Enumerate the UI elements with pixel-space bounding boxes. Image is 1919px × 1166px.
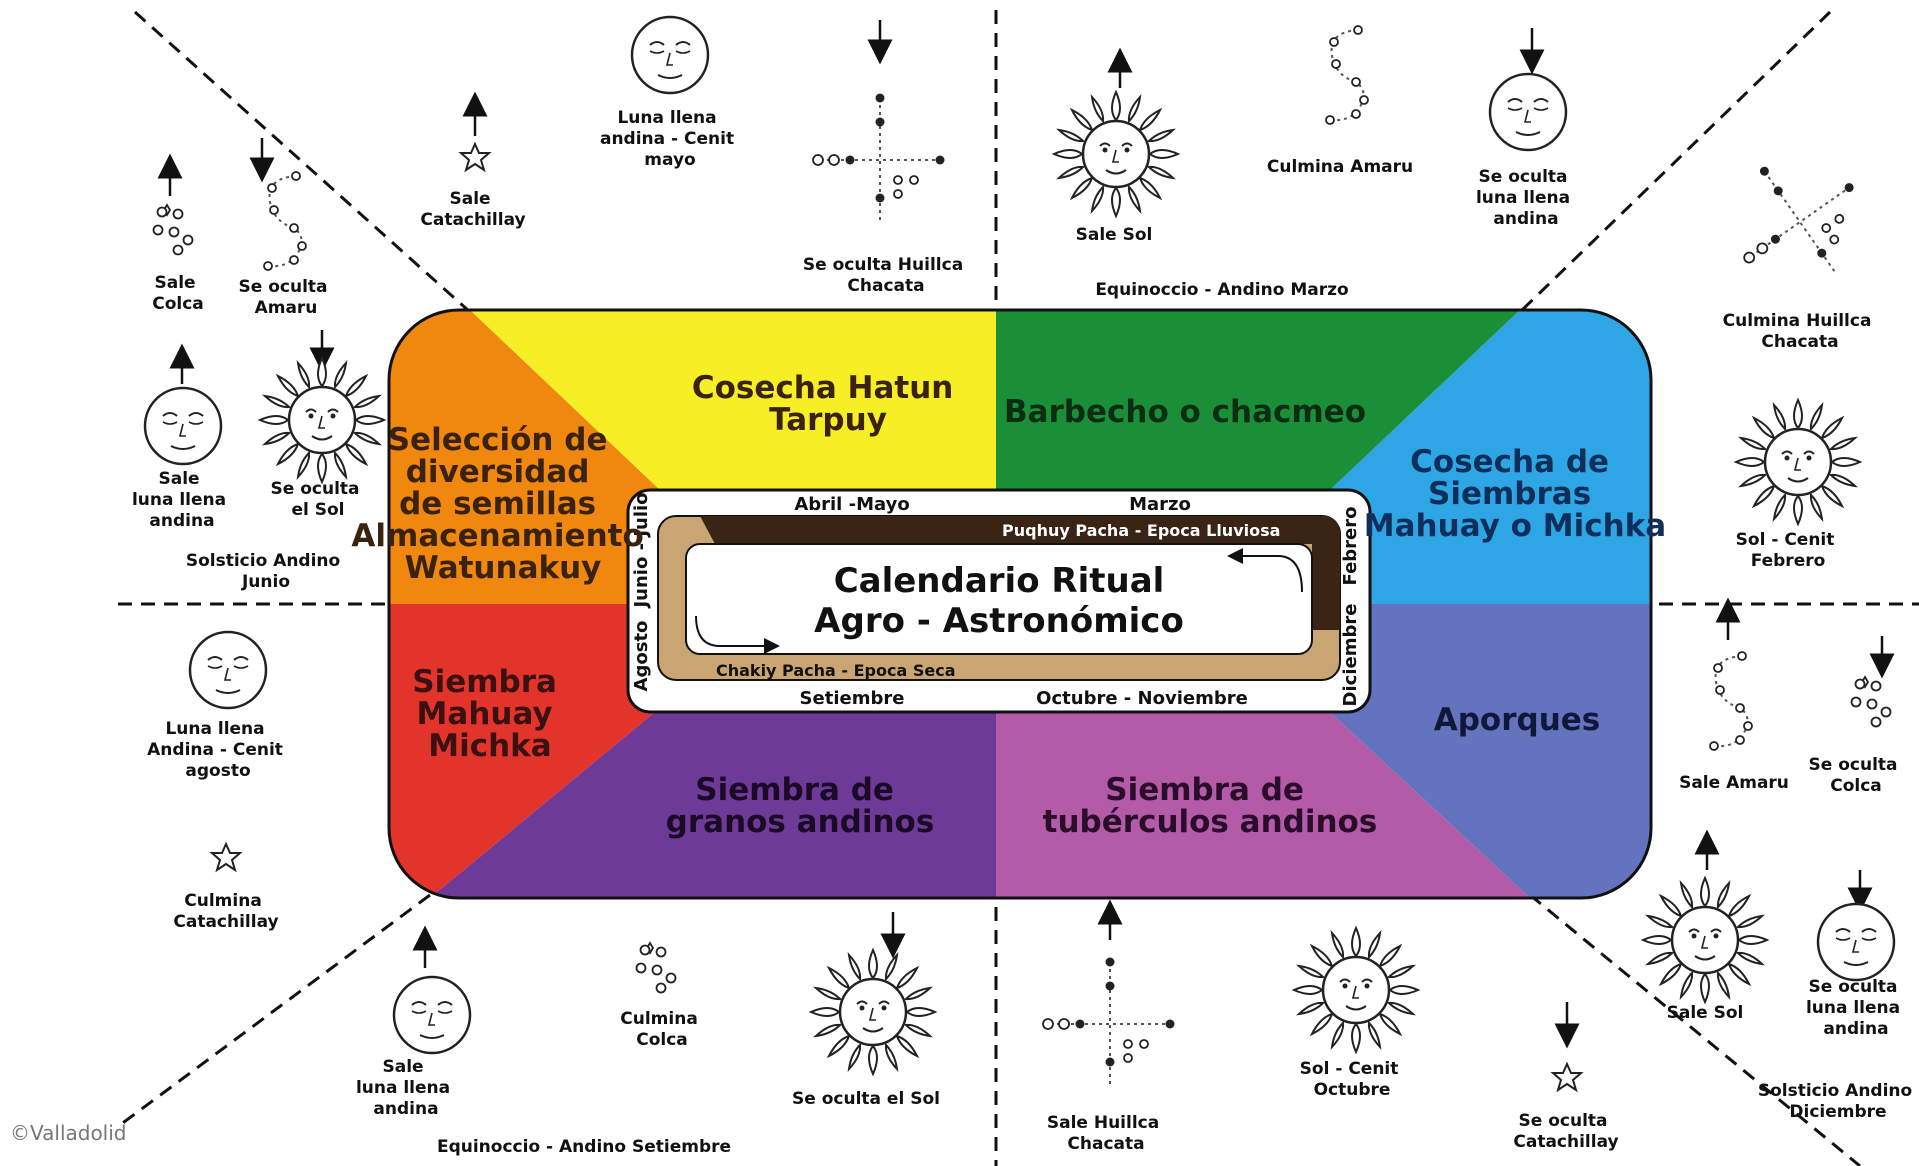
dry-season-label: Chakiy Pacha - Epoca Seca bbox=[716, 661, 955, 680]
segment-slate bbox=[1330, 604, 1651, 898]
star-icon bbox=[211, 843, 241, 871]
amaru-serpent-icon bbox=[1325, 25, 1369, 125]
annotation-oculta-catachillay: Se oculta Catachillay bbox=[1513, 1111, 1618, 1152]
sky-icons bbox=[143, 15, 1896, 1091]
annotation-sale-sol-right: Sale Sol bbox=[1667, 1003, 1744, 1023]
sun-icon bbox=[1734, 398, 1862, 526]
annotation-oculta-amaru-top: Se oculta Amaru bbox=[239, 277, 334, 318]
moon-icon bbox=[392, 975, 472, 1055]
annotation-culmina-colca: Culmina Colca bbox=[620, 1009, 703, 1050]
huillca-cross-icon bbox=[812, 92, 946, 223]
annotation-sale-huillca: Sale Huillca Chacata bbox=[1047, 1113, 1165, 1154]
sun-icon bbox=[1052, 90, 1180, 218]
segment-magenta bbox=[996, 712, 1530, 898]
dry-flow-arrow bbox=[695, 615, 780, 654]
annotation-luna-cenit-mayo: Luna llena andina - Cenit mayo bbox=[600, 108, 740, 170]
month-september: Setiembre bbox=[800, 688, 905, 709]
month-june-july: Junio - Julio bbox=[631, 492, 652, 609]
huillca-cross-icon bbox=[1042, 956, 1176, 1087]
annotation-equinoccio-marzo: Equinoccio - Andino Marzo bbox=[1095, 280, 1348, 300]
moon-icon bbox=[143, 386, 223, 466]
label-blue: Cosecha de Siembras Mahuay o Michka bbox=[1364, 444, 1666, 544]
month-december: Diciembre bbox=[1340, 604, 1361, 707]
annotation-sale-catachillay: Sale Catachillay bbox=[420, 189, 525, 230]
annotation-solsticio-diciembre: Solsticio Andino Diciembre bbox=[1758, 1081, 1918, 1122]
segment-green bbox=[996, 310, 1520, 490]
label-green: Barbecho o chacmeo bbox=[1004, 394, 1366, 430]
annotation-oculta-luna-top: Se oculta luna llena andina bbox=[1476, 167, 1576, 229]
annotation-sale-amaru: Sale Amaru bbox=[1679, 773, 1789, 793]
annotation-oculta-huillca: Se oculta Huillca Chacata bbox=[803, 255, 969, 296]
moon-icon bbox=[1488, 72, 1568, 152]
colca-stars-icon bbox=[152, 204, 194, 256]
sun-icon bbox=[258, 356, 386, 484]
annotation-oculta-sol-bottom: Se oculta el Sol bbox=[792, 1089, 940, 1109]
annotation-sale-colca-top: Sale Colca bbox=[152, 273, 204, 314]
annotation-sol-cenit-febrero: Sol - Cenit Febrero bbox=[1736, 530, 1841, 571]
annotation-sol-cenit-octubre: Sol - Cenit Octubre bbox=[1300, 1059, 1405, 1100]
star-icon bbox=[460, 143, 490, 171]
colca-stars-icon bbox=[1850, 676, 1892, 728]
season-board bbox=[389, 310, 1651, 898]
segment-yellow bbox=[470, 310, 996, 490]
sun-icon bbox=[1292, 926, 1420, 1054]
annotation-culmina-amaru: Culmina Amaru bbox=[1267, 157, 1413, 177]
moon-icon bbox=[1816, 902, 1896, 982]
segment-labels: Selección de diversidad de semillas Alma… bbox=[351, 370, 1666, 840]
segment-orange bbox=[389, 310, 660, 604]
amaru-serpent-icon bbox=[263, 171, 307, 271]
annotation-oculta-luna-right: Se oculta luna llena andina bbox=[1806, 977, 1906, 1039]
annotation-culmina-catachillay: Culmina Catachillay bbox=[173, 891, 278, 932]
label-slate: Aporques bbox=[1434, 702, 1601, 738]
segment-purple bbox=[430, 712, 996, 898]
annotations: Luna llena andina - Cenit mayo Sale Cata… bbox=[132, 108, 1918, 1157]
rain-flow-arrow bbox=[1227, 548, 1303, 593]
segment-blue bbox=[1330, 310, 1651, 604]
segment-red bbox=[389, 604, 655, 898]
moon-icon bbox=[188, 630, 268, 710]
annotation-luna-cenit-agosto: Luna llena Andina - Cenit agosto bbox=[147, 719, 289, 781]
month-april-may: Abril -Mayo bbox=[794, 494, 909, 515]
amaru-serpent-icon bbox=[1709, 651, 1753, 751]
rain-season-band bbox=[700, 516, 1340, 630]
sun-icon bbox=[809, 948, 937, 1076]
calendar-title-line-2: Agro - Astronómico bbox=[814, 601, 1184, 641]
month-august: Agosto bbox=[631, 621, 652, 692]
inner-title-box bbox=[685, 543, 1313, 655]
label-magenta: Siembra de tubérculos andinos bbox=[1043, 772, 1378, 840]
label-purple: Siembra de granos andinos bbox=[666, 772, 935, 840]
annotation-sale-luna-bottom: Sale luna llena andina bbox=[356, 1057, 456, 1119]
month-october-november: Octubre - Noviembre bbox=[1036, 688, 1248, 709]
rain-season-label: Puqhuy Pacha - Epoca Lluviosa bbox=[1002, 521, 1280, 540]
calendar-title-line-1: Calendario Ritual bbox=[834, 561, 1165, 601]
colca-stars-icon bbox=[635, 942, 677, 994]
label-yellow: Cosecha Hatun Tarpuy bbox=[692, 370, 964, 438]
annotation-culmina-huillca: Culmina Huillca Chacata bbox=[1723, 311, 1878, 352]
month-february: Febrero bbox=[1340, 507, 1361, 586]
label-orange: Selección de diversidad de semillas Alma… bbox=[351, 422, 654, 586]
month-march: Marzo bbox=[1129, 494, 1191, 515]
annotation-oculta-sol-left: Se oculta el Sol bbox=[271, 479, 366, 520]
annotation-sale-luna-left: Sale luna llena andina bbox=[132, 469, 232, 531]
credit-watermark: ©Valladolid bbox=[10, 1121, 127, 1145]
sun-icon bbox=[1641, 876, 1769, 1004]
annotation-oculta-colca-right: Se oculta Colca bbox=[1809, 755, 1904, 796]
moon-icon bbox=[630, 15, 710, 95]
label-red: Siembra Mahuay Michka bbox=[412, 664, 567, 764]
huillca-cross-tilted-icon bbox=[1705, 129, 1890, 313]
star-icon bbox=[1552, 1063, 1582, 1091]
annotation-sale-sol-top: Sale Sol bbox=[1076, 225, 1153, 245]
annotation-equinoccio-setiembre: Equinoccio - Andino Setiembre bbox=[437, 1137, 731, 1157]
annotation-solsticio-junio: Solsticio Andino Junio bbox=[186, 551, 346, 592]
board-outline bbox=[387, 308, 1653, 900]
